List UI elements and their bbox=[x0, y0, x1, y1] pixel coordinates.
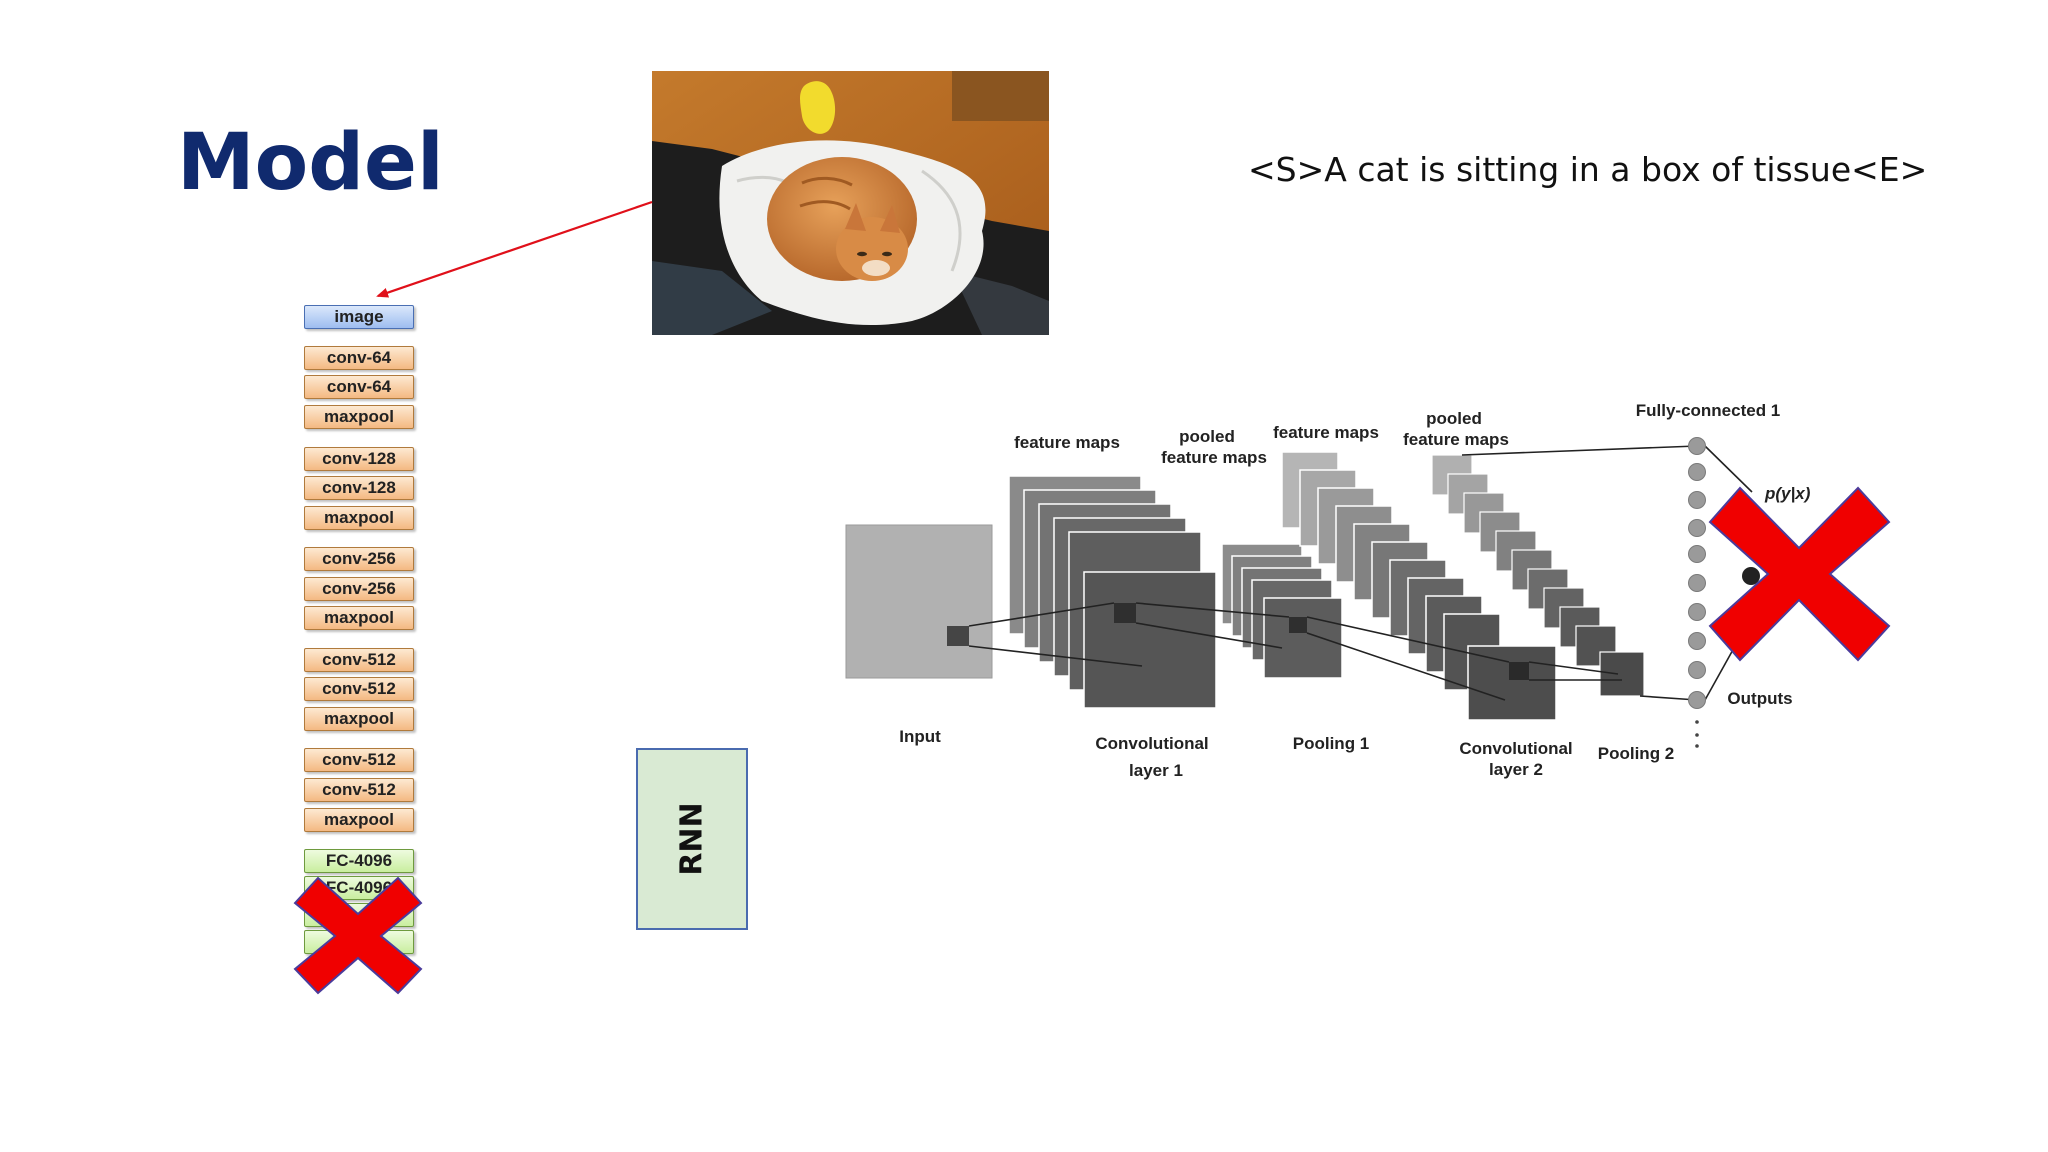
label-pooled-2b: feature maps bbox=[1403, 430, 1509, 449]
vgg-layer-image: image bbox=[304, 305, 414, 329]
vgg-layer-maxpool-5: maxpool bbox=[304, 808, 414, 832]
pool2-feature-maps bbox=[1431, 454, 1645, 697]
label-outputs: Outputs bbox=[1727, 689, 1792, 708]
vgg-layer-conv512-2: conv-512 bbox=[304, 677, 414, 701]
slide-title: Model bbox=[177, 118, 444, 208]
vgg-layer-conv256-1: conv-256 bbox=[304, 547, 414, 571]
vgg-layer-fc4096-1: FC-4096 bbox=[304, 849, 414, 873]
vgg-layer-maxpool-2: maxpool bbox=[304, 506, 414, 530]
vgg-layer-conv64-2: conv-64 bbox=[304, 375, 414, 399]
pool1-feature-maps bbox=[1221, 543, 1343, 679]
vgg-layer-maxpool-1: maxpool bbox=[304, 405, 414, 429]
cnn-diagram: feature maps pooled feature maps feature… bbox=[845, 401, 1811, 780]
label-feature-maps-1: feature maps bbox=[1014, 433, 1120, 452]
vgg-layer-conv128-1: conv-128 bbox=[304, 447, 414, 471]
rnn-block: RNN bbox=[636, 748, 748, 930]
label-conv2a: Convolutional bbox=[1459, 739, 1572, 758]
vgg-layer-maxpool-3: maxpool bbox=[304, 606, 414, 630]
label-input: Input bbox=[899, 727, 941, 746]
fc-neurons bbox=[1688, 437, 1706, 748]
cat-photo bbox=[652, 71, 1049, 335]
label-pooled-2a: pooled bbox=[1426, 409, 1482, 428]
label-feature-maps-2: feature maps bbox=[1273, 423, 1379, 442]
conv1-feature-maps bbox=[1008, 475, 1217, 709]
label-conv1b: layer 1 bbox=[1129, 761, 1183, 780]
output-neuron bbox=[1742, 567, 1760, 585]
conv2-feature-maps bbox=[1281, 451, 1557, 721]
label-conv1a: Convolutional bbox=[1095, 734, 1208, 753]
caption-sentence: <S>A cat is sitting in a box of tissue<E… bbox=[1248, 150, 1928, 189]
label-pooled-1a: pooled bbox=[1179, 427, 1235, 446]
cross-mark-vgg-icon bbox=[293, 876, 423, 995]
cross-mark-cnn-icon bbox=[1708, 486, 1891, 662]
image-to-vgg-arrow bbox=[376, 200, 653, 298]
label-probability: p(y|x) bbox=[1764, 484, 1811, 503]
input-receptive-field bbox=[947, 626, 969, 646]
cnn-connection-lines bbox=[968, 445, 1755, 701]
label-fully-connected: Fully-connected 1 bbox=[1636, 401, 1781, 420]
vgg-layer-conv256-2: conv-256 bbox=[304, 577, 414, 601]
vgg-layer-conv512-3: conv-512 bbox=[304, 748, 414, 772]
label-pool2: Pooling 2 bbox=[1598, 744, 1675, 763]
vgg-layer-conv64-1: conv-64 bbox=[304, 346, 414, 370]
vgg-layer-conv512-4: conv-512 bbox=[304, 778, 414, 802]
vgg-layer-conv512-1: conv-512 bbox=[304, 648, 414, 672]
vgg-layer-maxpool-4: maxpool bbox=[304, 707, 414, 731]
label-conv2b: layer 2 bbox=[1489, 760, 1543, 779]
label-pool1: Pooling 1 bbox=[1293, 734, 1370, 753]
label-pooled-1b: feature maps bbox=[1161, 448, 1267, 467]
vgg-layer-conv128-2: conv-128 bbox=[304, 476, 414, 500]
input-map bbox=[845, 524, 993, 679]
